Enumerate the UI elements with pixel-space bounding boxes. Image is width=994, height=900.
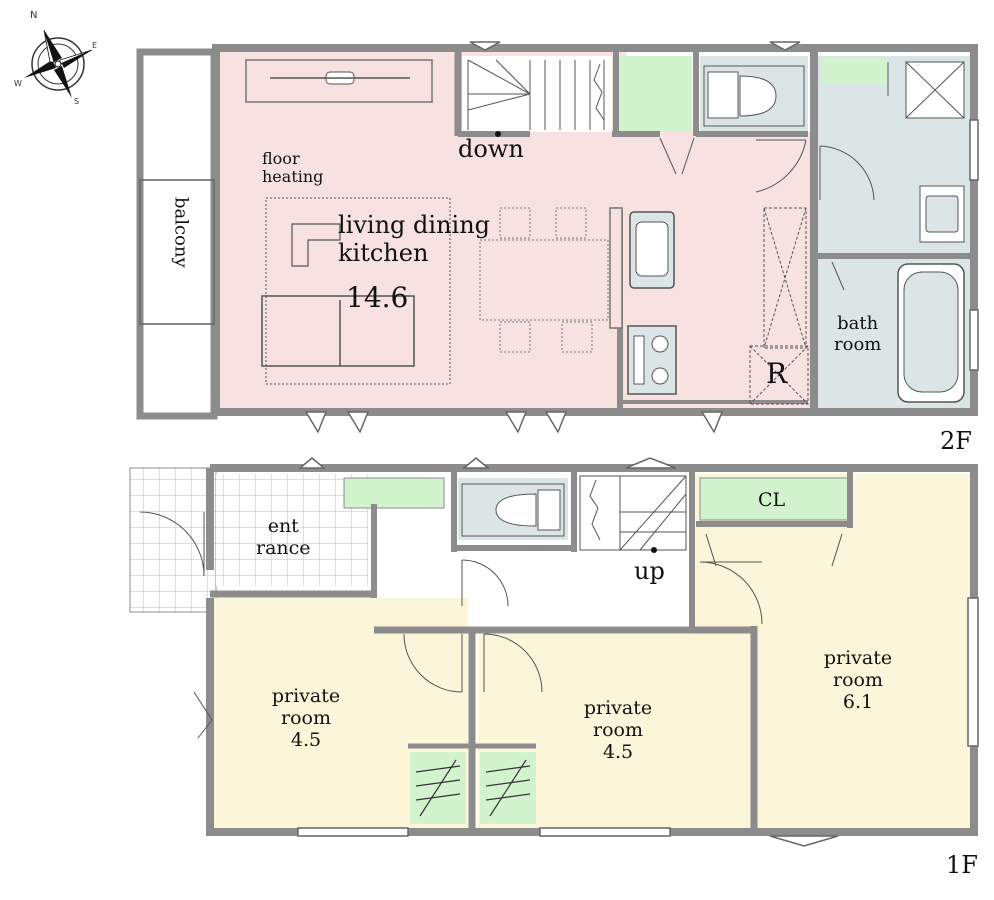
fridge xyxy=(763,207,807,349)
compass-n: N xyxy=(30,10,37,21)
compass-rose-icon: N E S W xyxy=(14,10,97,106)
counter xyxy=(609,207,623,329)
ldk-label: living dining kitchen xyxy=(338,211,491,267)
closet-label: CL xyxy=(758,489,786,511)
stair-up-label: up xyxy=(634,557,665,585)
porch-tiles xyxy=(129,467,217,613)
outer-wall-1f xyxy=(206,464,978,836)
floor-1f xyxy=(129,457,979,847)
stair-down-label: down xyxy=(458,135,524,163)
roof-access-label: R xyxy=(766,357,788,390)
floor-label-2f: 2F xyxy=(940,427,972,455)
sofa xyxy=(261,295,415,367)
outer-wall-2f xyxy=(212,44,978,416)
balcony-floor xyxy=(146,62,208,406)
dining-table xyxy=(479,239,609,321)
stair-icon-2f xyxy=(467,59,605,130)
entrance-floor xyxy=(216,474,368,586)
roof-access xyxy=(749,345,809,405)
storage-2f xyxy=(620,56,692,132)
room-right-label: private room 6.1 xyxy=(823,647,893,713)
tv-stand xyxy=(245,59,433,103)
compass-w: W xyxy=(14,79,22,88)
room-right xyxy=(690,474,970,828)
closet-cl xyxy=(699,477,849,521)
shoe-storage xyxy=(343,477,445,509)
entrance-label: ent rance xyxy=(256,515,311,559)
floor-heating-area xyxy=(265,197,451,385)
floor-label-1f: 1F xyxy=(946,851,978,879)
ldk-size: 14.6 xyxy=(346,281,409,314)
floor-2f xyxy=(136,41,979,434)
toilet-icon-1f xyxy=(537,489,561,531)
bath-room-label: bath room xyxy=(834,313,882,355)
stair-icon-1f xyxy=(579,475,687,551)
floor-heating-label: floor heating xyxy=(262,149,324,187)
compass-s: S xyxy=(74,97,79,106)
wash-storage xyxy=(822,58,888,84)
balcony-label: balcony xyxy=(170,196,192,268)
room-left-label: private room 4.5 xyxy=(271,685,341,751)
room-middle-label: private room 4.5 xyxy=(583,697,653,763)
compass-e: E xyxy=(92,41,97,50)
